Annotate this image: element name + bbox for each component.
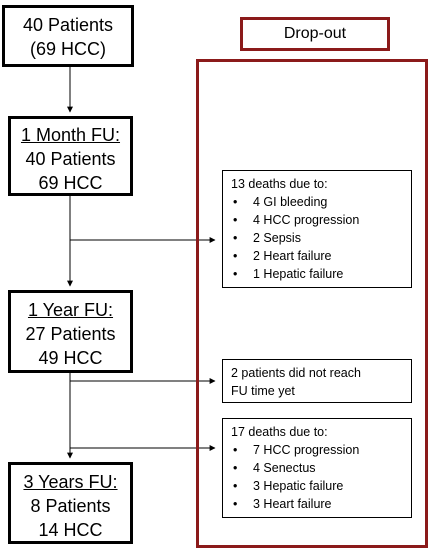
year3-patients: 8 Patients: [30, 496, 111, 516]
stage-start-box: 40 Patients (69 HCC): [2, 5, 134, 67]
dropout2-text: 2 patients did not reach FU time yet: [231, 366, 361, 398]
dropout-box-2: 2 patients did not reach FU time yet: [222, 359, 412, 403]
dropout1-list: 4 GI bleeding 4 HCC progression 2 Sepsis…: [231, 193, 405, 283]
dropout3-heading: 17 deaths due to:: [231, 425, 328, 439]
year1-hcc: 49 HCC: [38, 348, 103, 368]
year1-title: 1 Year FU:: [27, 300, 114, 320]
month1-title: 1 Month FU:: [20, 125, 121, 145]
dropout-panel: [196, 59, 428, 548]
list-item: 3 Heart failure: [231, 495, 405, 513]
list-item: 1 Hepatic failure: [231, 265, 405, 283]
list-item: 4 HCC progression: [231, 211, 405, 229]
dropout-title: Drop-out: [240, 17, 390, 51]
start-patients: 40 Patients: [22, 15, 114, 35]
year3-title: 3 Years FU:: [23, 472, 118, 492]
year3-hcc: 14 HCC: [38, 520, 103, 540]
start-hcc: (69 HCC): [29, 39, 106, 59]
stage-year1-box: 1 Year FU: 27 Patients 49 HCC: [8, 290, 133, 373]
list-item: 4 Senectus: [231, 459, 405, 477]
dropout1-heading: 13 deaths due to:: [231, 177, 328, 191]
year1-patients: 27 Patients: [25, 324, 116, 344]
dropout-box-3: 17 deaths due to: 7 HCC progression 4 Se…: [222, 418, 412, 518]
list-item: 7 HCC progression: [231, 441, 405, 459]
list-item: 4 GI bleeding: [231, 193, 405, 211]
stage-month1-box: 1 Month FU: 40 Patients 69 HCC: [8, 116, 133, 196]
dropout3-list: 7 HCC progression 4 Senectus 3 Hepatic f…: [231, 441, 405, 513]
list-item: 2 Heart failure: [231, 247, 405, 265]
dropout-box-1: 13 deaths due to: 4 GI bleeding 4 HCC pr…: [222, 170, 412, 288]
month1-hcc: 69 HCC: [38, 173, 103, 193]
list-item: 2 Sepsis: [231, 229, 405, 247]
list-item: 3 Hepatic failure: [231, 477, 405, 495]
month1-patients: 40 Patients: [25, 149, 116, 169]
stage-year3-box: 3 Years FU: 8 Patients 14 HCC: [8, 462, 133, 544]
